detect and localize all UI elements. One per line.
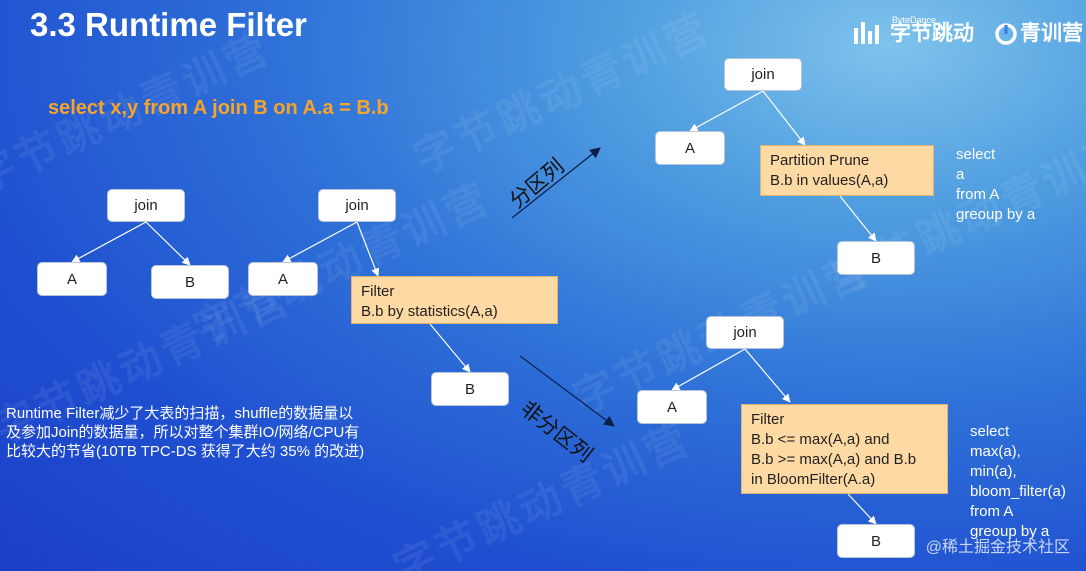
partition-prune-box: Partition Prune B.b in values(A,a) (760, 145, 934, 196)
edge-tr-join-partition (762, 90, 806, 146)
filter-line: Filter (751, 411, 785, 428)
left-b-node: B (151, 265, 229, 299)
br-b-node: B (837, 524, 915, 558)
partition-line: Partition Prune (770, 152, 870, 169)
description-line: 比较大的节省(10TB TPC-DS 获得了大约 35% 的改进) (6, 443, 365, 460)
br-a-node: A (637, 390, 707, 424)
filter-line: Filter (361, 283, 395, 300)
filter-line: B.b by statistics(A,a) (361, 303, 498, 320)
edge-tr-join-a (689, 90, 764, 132)
arrow-partition (511, 147, 601, 219)
filter-line: B.b >= max(A,a) and B.b (751, 451, 917, 468)
filter-line: B.b <= max(A,a) and (751, 431, 890, 448)
note-line: bloom_filter(a) (970, 483, 1066, 500)
edge-left-join-a (71, 221, 147, 263)
footer-credit: @稀土掘金技术社区 (925, 539, 1070, 556)
mid-b-node: B (431, 372, 509, 406)
note-line: max(a), (970, 443, 1021, 460)
edge-br-filter-b (847, 493, 877, 525)
camp-logo-text: 青训营 (1020, 22, 1083, 45)
edge-tr-partition-b (839, 195, 877, 242)
bytedance-logo-icon (854, 22, 884, 44)
left-join-node: join (107, 189, 185, 222)
note-line: min(a), (970, 463, 1017, 480)
bytedance-small-label: ByteDance (892, 15, 937, 25)
edge-mid-filter-b (429, 323, 471, 373)
note-line: greoup by a (956, 206, 1036, 223)
description-text: Runtime Filter减少了大表的扫描，shuffle的数据量以 及参加J… (6, 404, 426, 461)
bloom-filter-box: Filter B.b <= max(A,a) and B.b >= max(A,… (741, 404, 948, 494)
arrow-non-partition (519, 355, 615, 427)
tr-b-node: B (837, 241, 915, 275)
br-join-node: join (706, 316, 784, 349)
filter-line: in BloomFilter(A.a) (751, 471, 876, 488)
note-line: from A (970, 503, 1014, 520)
edge-br-join-a (671, 348, 746, 391)
note-partition-sql: select a from A greoup by a (956, 145, 1035, 225)
edge-mid-join-filter (356, 221, 380, 277)
mid-filter-box: Filter B.b by statistics(A,a) (351, 276, 558, 324)
note-line: greoup by a (970, 523, 1050, 540)
tr-a-node: A (655, 131, 725, 165)
edge-br-join-filter (744, 348, 791, 403)
note-line: a (956, 166, 965, 183)
left-a-node: A (37, 262, 107, 296)
description-line: Runtime Filter减少了大表的扫描，shuffle的数据量以 (6, 405, 354, 422)
partition-line: B.b in values(A,a) (770, 172, 889, 189)
note-line: from A (956, 186, 1000, 203)
mid-a-node: A (248, 262, 318, 296)
camp-logo-icon (994, 22, 1018, 46)
sql-query: select x,y from A join B on A.a = B.b (48, 97, 389, 119)
bytedance-logo-text: 字节跳动 (890, 22, 974, 45)
mid-join-node: join (318, 189, 396, 222)
note-non-partition-sql: select max(a), min(a), bloom_filter(a) f… (970, 422, 1066, 542)
edge-mid-join-a (282, 221, 358, 263)
edge-left-join-b (145, 221, 191, 266)
note-line: select (970, 423, 1010, 440)
description-line: 及参加Join的数据量，所以对整个集群IO/网络/CPU有 (6, 424, 360, 441)
note-line: select (956, 146, 996, 163)
page-title: 3.3 Runtime Filter (30, 6, 307, 43)
tr-join-node: join (724, 58, 802, 91)
